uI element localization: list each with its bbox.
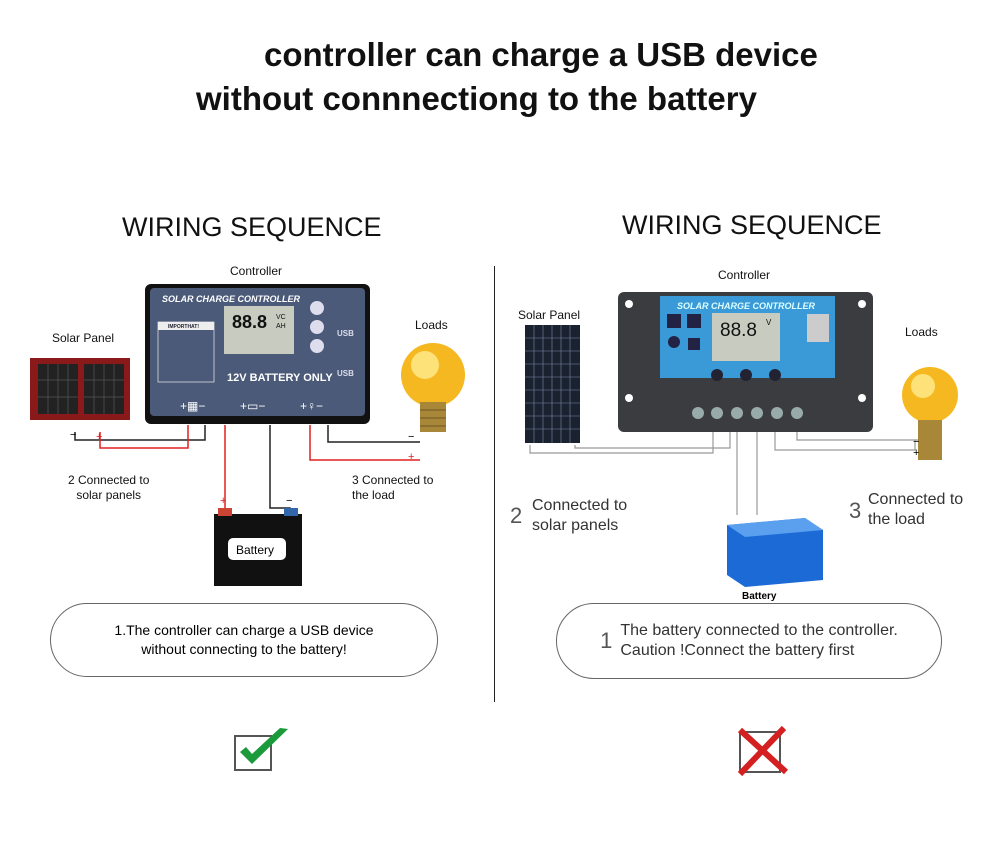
headline-line2: without connnectiong to the battery <box>196 80 757 117</box>
svg-text:VC: VC <box>276 314 286 321</box>
svg-text:+: + <box>913 447 919 459</box>
right-solar-panel-icon <box>525 325 580 443</box>
left-loads-label: Loads <box>415 318 448 332</box>
left-controller-label: Controller <box>230 264 283 278</box>
left-step3-label: 3 Connected to the load <box>352 473 434 502</box>
svg-text:−: − <box>70 429 76 441</box>
check-icon <box>234 728 288 771</box>
svg-text:+: + <box>408 451 414 463</box>
right-controller-device: SOLAR CHARGE CONTROLLER 88.8 V <box>618 292 873 432</box>
right-note-line2: Caution !Connect the battery first <box>620 642 855 659</box>
left-controller-device: SOLAR CHARGE CONTROLLER 88.8 VC AH IMPOR… <box>145 284 370 424</box>
svg-text:AH: AH <box>276 323 286 330</box>
svg-text:+: + <box>96 431 102 443</box>
left-bulb-icon <box>401 343 465 432</box>
left-battery-icon: Battery <box>214 508 302 586</box>
svg-text:IMPORTHAT!: IMPORTHAT! <box>168 324 199 330</box>
cross-icon <box>737 725 789 777</box>
svg-text:SOLAR CHARGE CONTROLLER: SOLAR CHARGE CONTROLLER <box>162 294 300 304</box>
svg-text:Battery: Battery <box>236 543 274 557</box>
right-loads-label: Loads <box>905 325 938 339</box>
svg-text:V: V <box>766 318 772 327</box>
svg-text:Battery: Battery <box>742 591 777 602</box>
headline-line1: controller can charge a USB device <box>264 36 818 73</box>
left-wiring-diagram: − + SOLAR CHARGE CONTROLLER 88.8 VC AH IM… <box>30 284 465 586</box>
right-solar-label: Solar Panel <box>518 308 581 322</box>
svg-text:SOLAR CHARGE CONTROLLER: SOLAR CHARGE CONTROLLER <box>677 301 815 311</box>
left-note-box: 1.The controller can charge a USB device… <box>50 603 438 677</box>
left-note-line1: 1.The controller can charge a USB device <box>114 622 374 638</box>
svg-text:88.8: 88.8 <box>232 312 267 332</box>
right-note-line1: The battery connected to the controller. <box>620 622 898 639</box>
left-solar-label: Solar Panel <box>52 331 115 345</box>
right-step3-label: Connected to the load <box>868 491 964 528</box>
right-battery-icon <box>727 518 823 587</box>
svg-text:12V BATTERY ONLY: 12V BATTERY ONLY <box>227 372 333 384</box>
divider <box>494 266 495 702</box>
svg-text:−: − <box>408 431 414 443</box>
right-bulb-icon <box>902 367 958 460</box>
svg-text:−: − <box>913 436 919 448</box>
svg-text:88.8: 88.8 <box>720 320 757 341</box>
right-controller-label: Controller <box>718 268 771 282</box>
left-step2-label: 2 Connected to solar panels <box>68 473 150 502</box>
svg-text:+: + <box>220 495 226 507</box>
svg-text:+▭−: +▭− <box>240 399 265 413</box>
svg-text:+♀−: +♀− <box>300 399 323 413</box>
svg-text:USB: USB <box>337 369 354 378</box>
right-note-box: 1 The battery connected to the controlle… <box>556 603 942 679</box>
right-step3-number: 3 <box>849 498 862 523</box>
right-step2-number: 2 <box>510 503 523 528</box>
right-step2-label: Connected to solar panels <box>532 497 628 534</box>
left-solar-panel-icon <box>30 358 130 420</box>
right-title: WIRING SEQUENCE <box>622 210 882 240</box>
left-title: WIRING SEQUENCE <box>122 212 382 242</box>
left-note-line2: without connecting to the battery! <box>141 641 347 657</box>
svg-text:USB: USB <box>337 329 354 338</box>
svg-text:−: − <box>286 495 292 507</box>
right-wiring-diagram: SOLAR CHARGE CONTROLLER 88.8 V −+ Batte <box>525 292 958 602</box>
right-note-number: 1 <box>600 628 613 653</box>
svg-text:+▦−: +▦− <box>180 399 205 413</box>
